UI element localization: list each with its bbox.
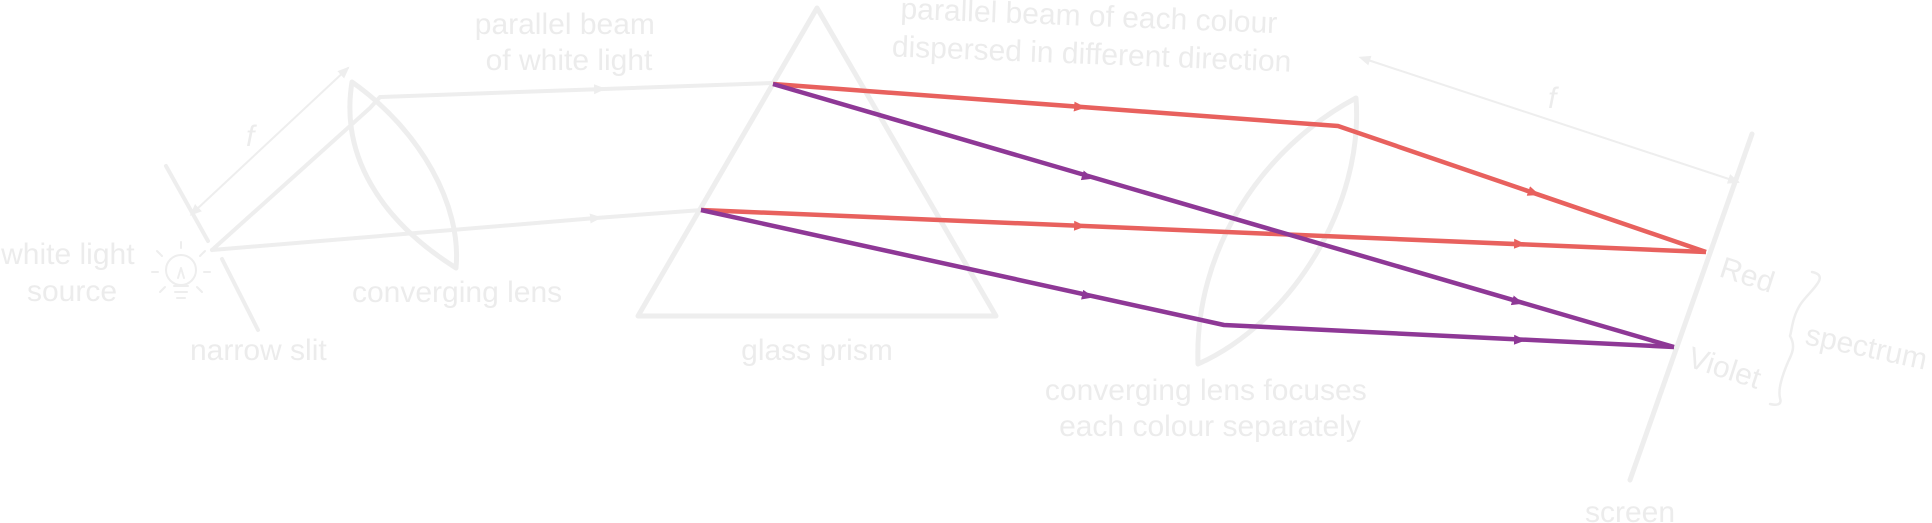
parallel-beam-label-line2: of white light <box>486 44 653 77</box>
svg-text:parallel beam of each colour: parallel beam of each colour dispersed i… <box>891 0 1293 79</box>
spectrum-label: spectrum <box>1803 319 1931 377</box>
focus-label-line1: converging lens focuses <box>1045 374 1367 407</box>
screen <box>1627 131 1755 483</box>
focal-length-label-right: f <box>1548 82 1559 115</box>
lightbulb-icon <box>151 241 211 299</box>
violet-ray-lower <box>700 207 1675 350</box>
parallel-beam-label: parallel beam of white light <box>475 8 663 77</box>
focal-length-dimension-left: f <box>189 66 350 216</box>
focus-label-line2: each colour separately <box>1059 410 1361 443</box>
narrow-slit <box>164 164 260 332</box>
converging-lens-1 <box>347 79 460 271</box>
focal-length-label-left: f <box>246 120 257 153</box>
red-ray-upper <box>772 81 1707 255</box>
white-light-label: white light source <box>0 238 143 308</box>
parallel-beam-label-line1: parallel beam <box>475 8 655 41</box>
converging-lens-2 <box>1195 95 1360 367</box>
focus-label: converging lens focuses each colour sepa… <box>1045 374 1375 443</box>
white-light-label-line2: source <box>27 275 117 308</box>
red-label: Red <box>1716 251 1779 299</box>
white-light-rays <box>210 81 774 252</box>
violet-label: Violet <box>1684 341 1766 396</box>
violet-ray-upper <box>772 81 1675 350</box>
converging-lens-label: converging lens <box>352 276 562 309</box>
glass-prism <box>635 5 999 319</box>
screen-label: screen <box>1585 496 1675 523</box>
narrow-slit-label: narrow slit <box>190 334 327 367</box>
spectrum-brace <box>1768 270 1821 406</box>
white-light-label-line1: white light <box>0 238 135 271</box>
red-ray-lower <box>700 207 1707 255</box>
glass-prism-label: glass prism <box>741 334 893 367</box>
dispersed-beam-label: parallel beam of each colour dispersed i… <box>891 0 1293 79</box>
focal-length-dimension-right: f <box>1358 55 1740 184</box>
